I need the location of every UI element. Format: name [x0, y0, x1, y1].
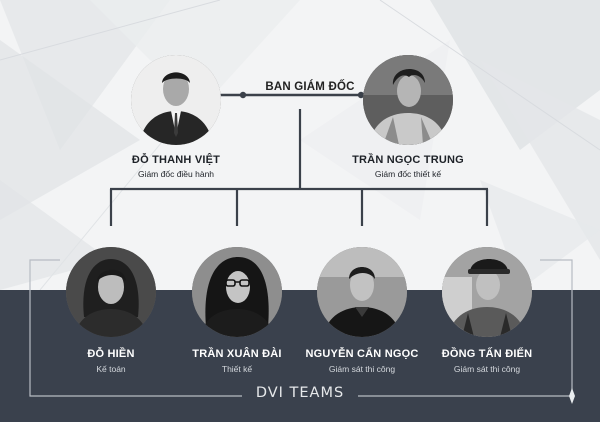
- team-title: DVI TEAMS: [255, 385, 345, 401]
- board-member-2-name: TRẦN NGỌC TRUNG: [352, 154, 464, 166]
- team-member-2-name: TRẦN XUÂN ĐÀI: [192, 348, 282, 360]
- team-member-1-avatar: [66, 247, 156, 337]
- team-member-2-avatar: [192, 247, 282, 337]
- team-member-1-role: Kế toán: [96, 364, 126, 374]
- board-member-1-name: ĐỖ THANH VIỆT: [131, 154, 221, 166]
- team-member-4-role: Giám sát thi công: [453, 364, 521, 374]
- team-member-2-role: Thiết kế: [221, 364, 253, 374]
- board-title: BAN GIÁM ĐỐC: [265, 81, 355, 93]
- board-member-1-role: Giám đốc điều hành: [137, 169, 215, 179]
- board-member-2-role: Giám đốc thiết kế: [374, 169, 442, 179]
- board-member-2-avatar: [363, 55, 453, 145]
- team-member-3-role: Giám sát thi công: [328, 364, 396, 374]
- board-member-1-avatar: [131, 55, 221, 145]
- team-member-3-avatar: [317, 247, 407, 337]
- team-member-1-name: ĐỖ HIỀN: [87, 348, 135, 360]
- team-member-3-name: NGUYỄN CẨN NGỌC: [305, 348, 419, 360]
- geometric-background: [0, 0, 600, 290]
- team-member-4-avatar: [442, 247, 532, 337]
- team-member-4-name: ĐỒNG TẤN ĐIỂN: [441, 348, 533, 360]
